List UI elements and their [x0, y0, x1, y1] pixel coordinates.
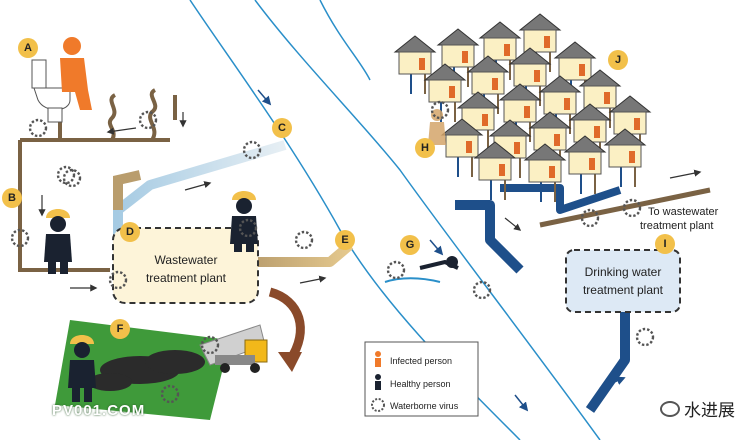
svg-text:E: E — [341, 234, 348, 246]
legend-healthy-label: Healthy person — [390, 379, 451, 389]
virus-icon — [138, 110, 158, 130]
wastewater-outflow-pipe — [539, 187, 711, 228]
svg-text:C: C — [278, 122, 286, 134]
watermark: PV001.COM — [52, 402, 146, 419]
wechat-icon — [660, 400, 680, 417]
house-icon — [436, 28, 480, 87]
outflow-label-line1: To wastewater — [648, 206, 719, 218]
drinking-output-pipe — [585, 312, 630, 413]
svg-text:A: A — [24, 42, 32, 54]
virus-icon — [200, 335, 220, 355]
sludge-pile — [88, 350, 205, 391]
sludge-transport-arrow — [268, 287, 305, 363]
house-icon — [568, 103, 612, 162]
virus-icon — [622, 198, 642, 218]
house-icon — [440, 118, 484, 177]
legend-healthy-icon — [375, 374, 381, 390]
virus-icon — [430, 100, 450, 120]
infected-person-icon — [60, 37, 92, 110]
house-icon — [523, 143, 567, 202]
virus-icon — [108, 270, 128, 290]
house-icon — [603, 128, 647, 187]
swimmer-icon — [384, 256, 459, 283]
house-icon — [466, 55, 510, 114]
virus-icon — [160, 384, 180, 404]
healthy-person-icon-b — [44, 209, 72, 274]
house-icon — [393, 35, 437, 94]
house-icon — [473, 141, 517, 200]
virus-icon — [56, 165, 76, 185]
pipe-to-c — [113, 170, 142, 210]
drinking-plant-line2: treatment plant — [583, 283, 664, 297]
drinking-intake-pipe — [455, 200, 524, 274]
house-icon — [563, 135, 607, 194]
badge-a[interactable]: A — [18, 38, 38, 58]
house-icon — [508, 47, 552, 106]
house-icon — [456, 91, 500, 150]
svg-text:J: J — [615, 54, 621, 66]
virus-icon — [386, 260, 406, 280]
house-icon — [478, 21, 522, 80]
badge-h[interactable]: H — [415, 138, 435, 158]
svg-text:B: B — [8, 192, 16, 204]
house-sewer-pipes — [18, 88, 177, 272]
badge-e[interactable]: E — [335, 230, 355, 250]
healthy-person-icon-f — [68, 335, 96, 402]
outflow-arrows — [504, 169, 702, 231]
virus-icon — [580, 208, 600, 228]
virus-icon — [62, 168, 82, 188]
virus-icon — [242, 140, 262, 160]
house-icon — [423, 63, 467, 122]
virus-icon — [28, 118, 48, 138]
wechat-badge: 水进展 — [660, 396, 735, 421]
badge-j[interactable]: J — [608, 50, 628, 70]
house-icon — [518, 13, 562, 72]
house-icon — [538, 75, 582, 134]
house-pipe-arrows — [38, 112, 187, 292]
house-icon — [488, 119, 532, 178]
overflow-pipe — [250, 241, 354, 267]
virus-icon — [10, 228, 30, 248]
virus-markers — [10, 100, 655, 404]
healthy-person-icon-h — [428, 109, 446, 145]
wechat-label: 水进展 — [684, 401, 735, 421]
badge-c[interactable]: C — [272, 118, 292, 138]
wastewater-plant-line1: Wastewater — [155, 253, 218, 267]
badge-f[interactable]: F — [110, 319, 130, 339]
wastewater-plant-box[interactable] — [112, 227, 259, 304]
dump-truck-icon — [199, 324, 268, 373]
svg-text:D: D — [126, 226, 134, 238]
drinking-plant-box[interactable] — [565, 249, 681, 313]
badge-g[interactable]: G — [400, 235, 420, 255]
badge-b[interactable]: B — [2, 188, 22, 208]
badge-i[interactable]: I — [655, 234, 675, 254]
legend-infected-label: Infected person — [390, 356, 452, 366]
drinking-plant-line1: Drinking water — [585, 265, 662, 279]
virus-icon — [294, 230, 314, 250]
outflow-label-line2: treatment plant — [640, 220, 713, 232]
legend-infected-icon — [375, 351, 381, 367]
drinking-supply-pipe — [500, 184, 622, 214]
virus-icon — [635, 327, 655, 347]
badge-d[interactable]: D — [120, 222, 140, 242]
legend: Infected person Healthy person Waterborn… — [364, 341, 479, 417]
svg-text:F: F — [117, 323, 124, 335]
virus-icon — [238, 218, 258, 238]
house-icon — [498, 83, 542, 142]
virus-icon — [472, 280, 492, 300]
toilet-icon — [31, 59, 71, 123]
houses-cluster — [393, 13, 652, 202]
svg-text:G: G — [406, 239, 415, 251]
legend-virus-icon — [371, 398, 385, 412]
effluent-arrows — [184, 181, 327, 284]
sludge-arrow-head — [278, 352, 302, 372]
svg-text:H: H — [421, 142, 429, 154]
legend-virus-label: Waterborne virus — [390, 401, 459, 411]
wastewater-plant-line2: treatment plant — [146, 271, 227, 285]
svg-text:I: I — [663, 238, 666, 250]
healthy-person-icon-d — [230, 191, 258, 252]
